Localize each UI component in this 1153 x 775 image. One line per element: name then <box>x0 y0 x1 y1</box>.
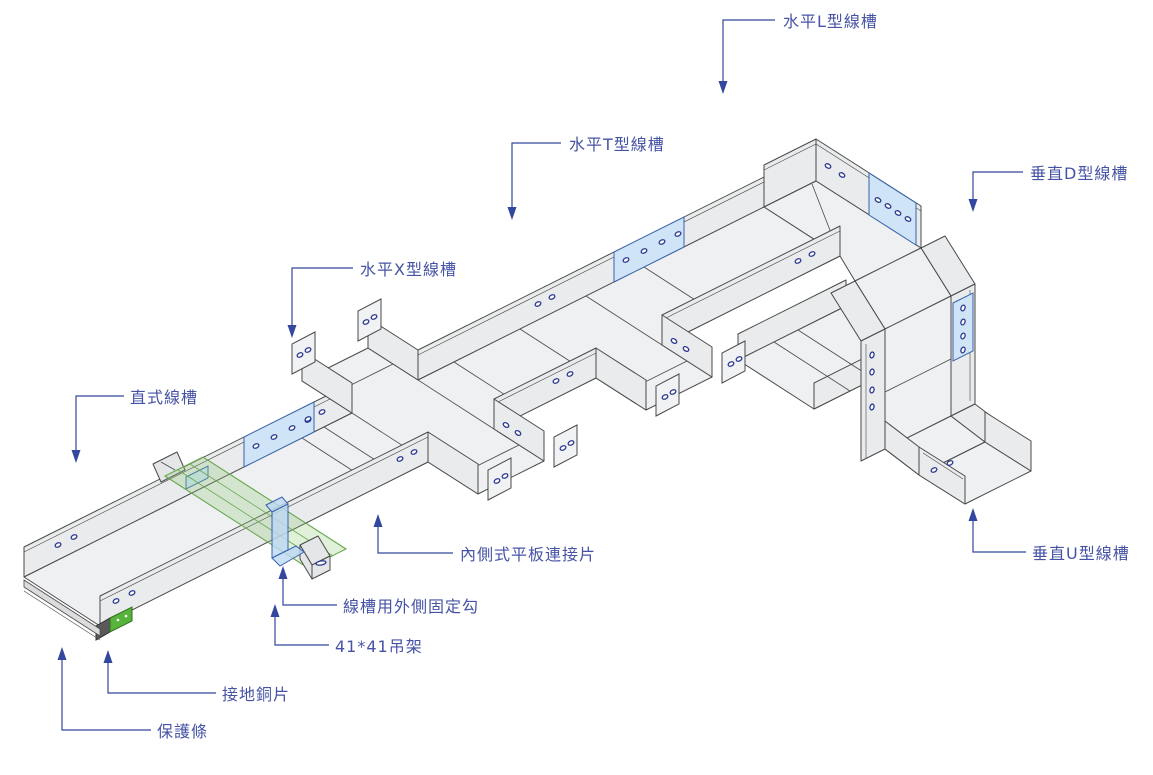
bolt-holes <box>54 163 966 604</box>
fixing-hook <box>265 496 305 567</box>
x-junction-arm-walls <box>301 317 545 495</box>
vertical-u-section <box>884 403 1032 505</box>
stub-flange-plates <box>291 298 746 501</box>
label-protection-strip: 保護條 <box>157 722 209 741</box>
label-ground-copper: 接地銅片 <box>222 685 291 704</box>
connector-plates <box>185 172 974 490</box>
leader-lines <box>57 19 1026 731</box>
connector-plate <box>243 401 315 468</box>
connector-plate <box>613 216 685 283</box>
main-run-near-walls <box>99 225 841 627</box>
protect-strip <box>23 579 101 641</box>
t-junction-arm-walls <box>595 314 713 411</box>
label-horizontal-x-tray: 水平X型線槽 <box>360 260 457 279</box>
label-straight-tray: 直式線槽 <box>130 388 199 407</box>
label-inner-flat-connector: 內側式平板連接片 <box>460 545 597 564</box>
label-outer-fixing-hook: 線槽用外側固定勾 <box>343 597 480 616</box>
label-vertical-d-tray: 垂直D型線槽 <box>1030 164 1129 183</box>
connector-plate <box>868 172 917 246</box>
label-vertical-u-tray: 垂直U型線槽 <box>1032 544 1130 563</box>
label-horizontal-t-tray: 水平T型線槽 <box>569 135 665 154</box>
label-horizontal-l-tray: 水平L型線槽 <box>783 12 878 31</box>
connector-plate <box>952 292 974 362</box>
label-hanger-41: 41*41吊架 <box>335 637 423 656</box>
